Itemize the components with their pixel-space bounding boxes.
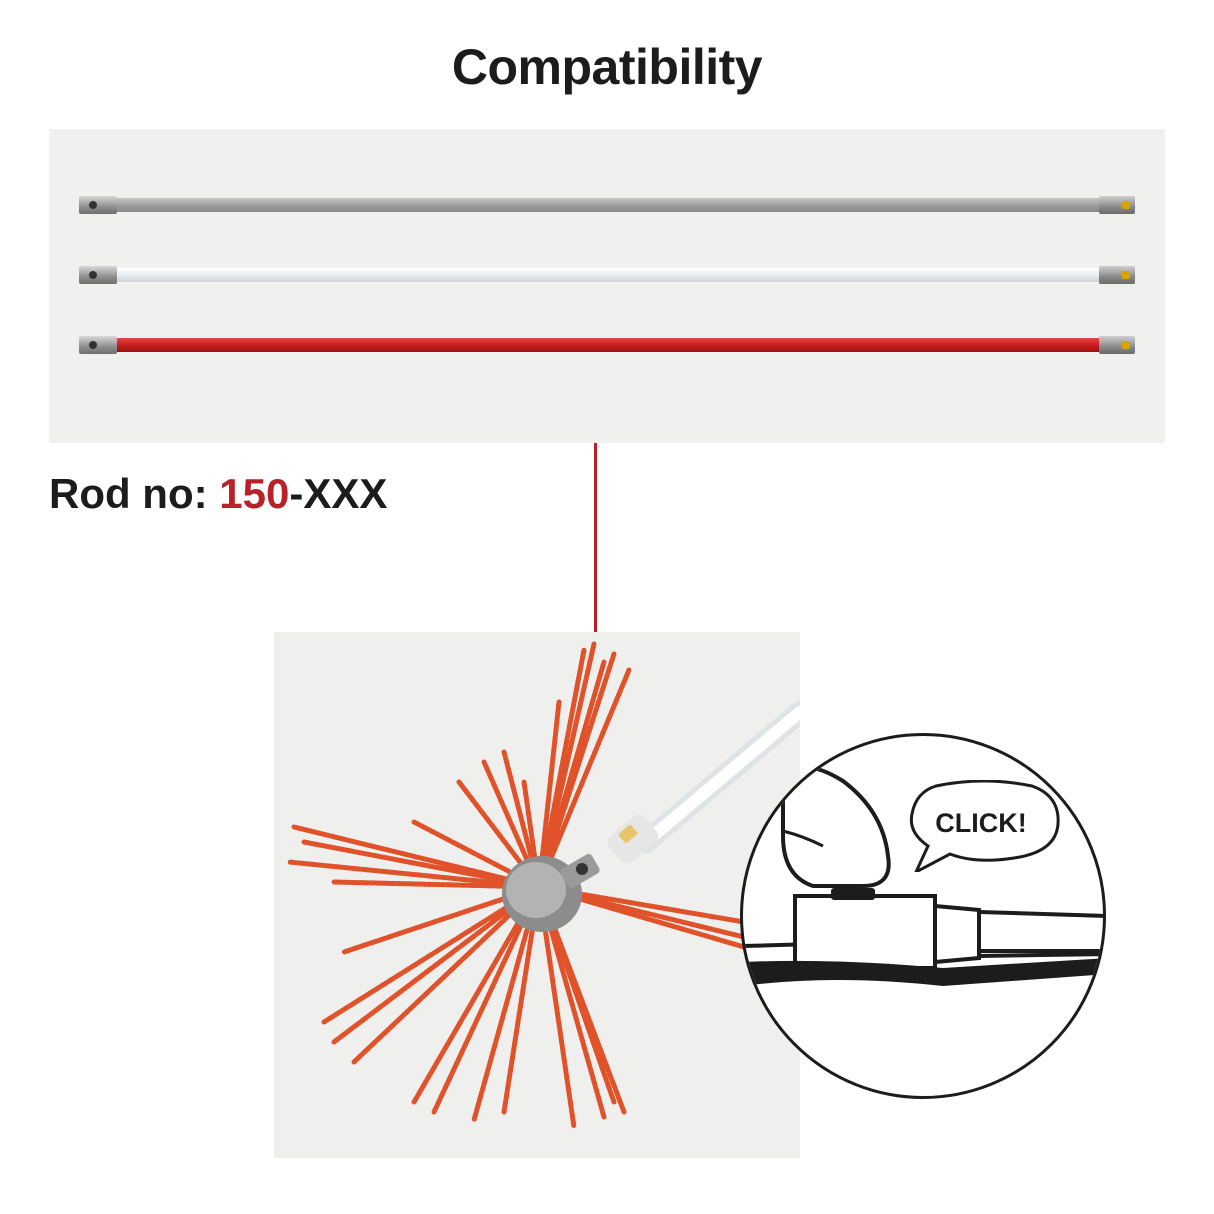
rod-plug-end: [1099, 266, 1135, 284]
rod-socket-end: [79, 336, 117, 354]
click-speech-bubble: [909, 780, 1060, 872]
page-title: Compatibility: [451, 39, 763, 95]
click-callout-text: CLICK!: [935, 808, 1027, 838]
rod-number-prefix: Rod no:: [49, 470, 220, 517]
white-rod: [79, 266, 1135, 284]
rod-shaft: [117, 198, 1099, 212]
connector-line: [594, 443, 597, 633]
rods-panel: [49, 129, 1165, 443]
rod-plug-end: [1099, 196, 1135, 214]
click-detail-illustration: [743, 765, 1103, 986]
rod-shaft: [117, 338, 1099, 352]
rod-number-label: Rod no: 150-XXX: [49, 470, 387, 518]
white-rod-tip: [607, 701, 800, 864]
rod-shaft: [117, 268, 1099, 282]
rod-socket-end: [79, 196, 117, 214]
grey-rod: [79, 196, 1135, 214]
rod-number-suffix: -XXX: [289, 470, 388, 517]
brush-illustration: [286, 641, 800, 1130]
brush-panel: [274, 632, 800, 1158]
brush-hub: [502, 853, 600, 932]
rod-number-value: 150: [219, 470, 290, 517]
rod-socket-end: [79, 266, 117, 284]
red-rod: [79, 336, 1135, 354]
rod-plug-end: [1099, 336, 1135, 354]
